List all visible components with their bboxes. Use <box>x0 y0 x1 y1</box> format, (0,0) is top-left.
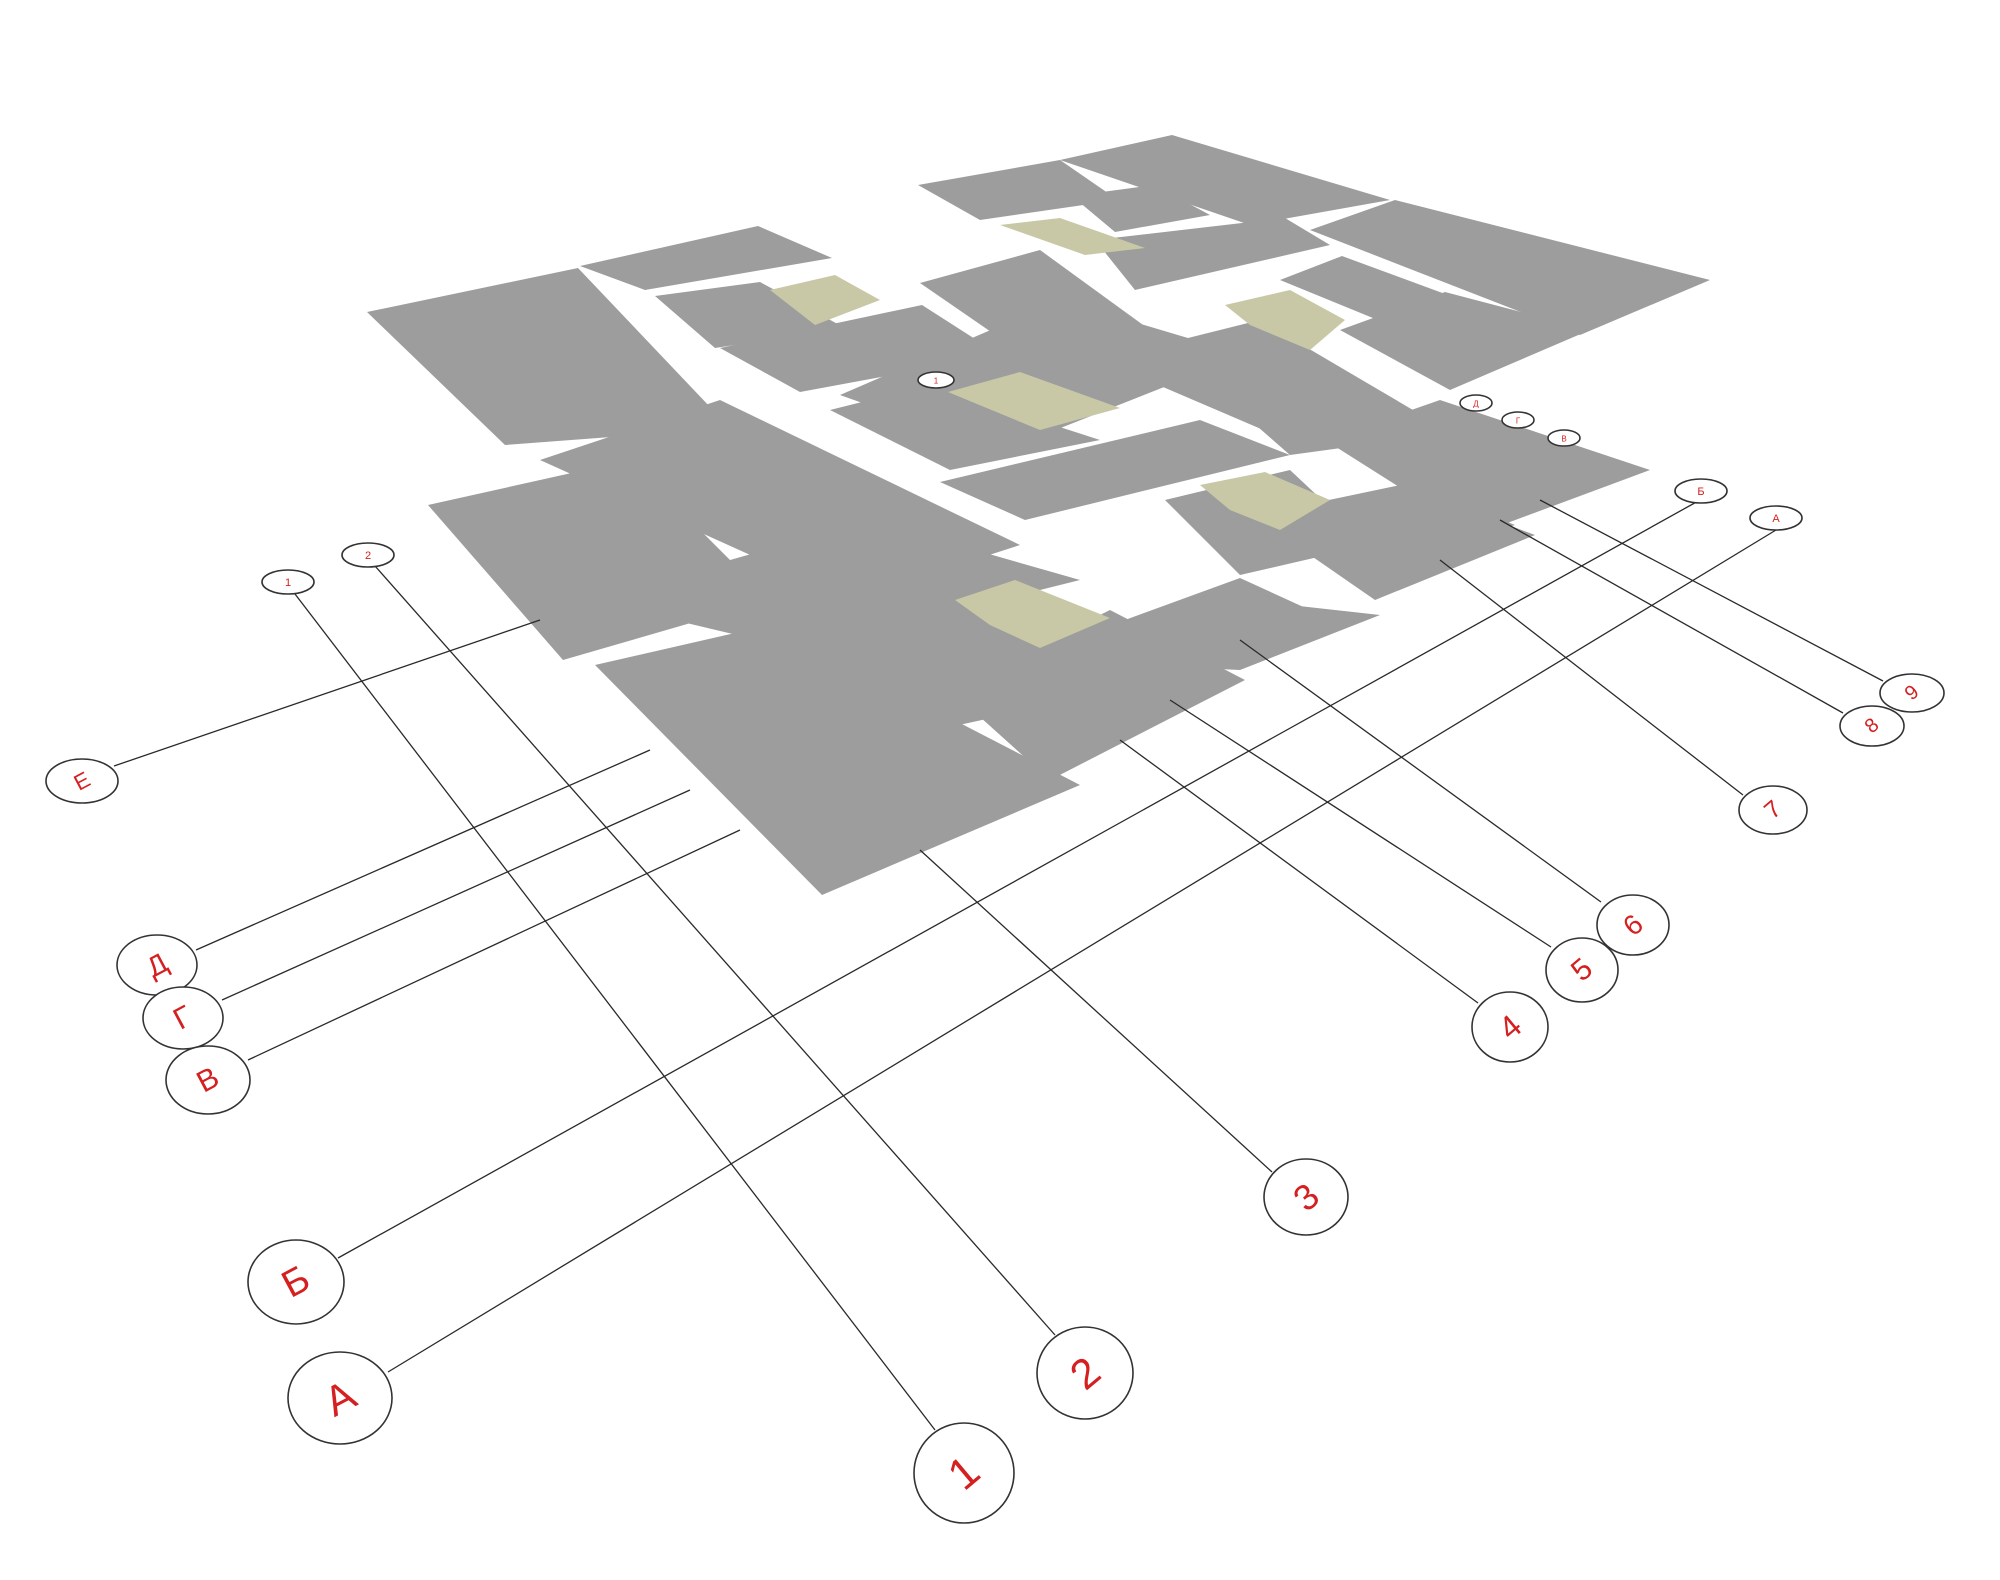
grid-line-4 <box>1119 739 1479 1004</box>
axis-bubble-number-2: 2 <box>1036 1326 1134 1420</box>
floor-slabs <box>367 135 1710 895</box>
far-bubble-letter-b: Б <box>1674 478 1728 504</box>
tiny-bubble-d: Д <box>1459 394 1493 412</box>
core-zone-4 <box>948 372 1120 430</box>
slab-30 <box>1310 505 1535 600</box>
axis-bubble-number-5: 5 <box>1545 937 1619 1003</box>
tiny-bubble-1: 1 <box>917 371 955 389</box>
slab-5 <box>918 160 1118 220</box>
slab-19 <box>940 420 1290 520</box>
axis-bubble-letter-g: Г <box>142 986 224 1050</box>
svg-text:А: А <box>1772 513 1780 525</box>
axis-bubble-number-1: 1 <box>913 1422 1015 1524</box>
core-zone-1 <box>770 275 880 325</box>
grid-line-3 <box>919 849 1273 1173</box>
svg-text:В: В <box>1561 435 1566 444</box>
svg-text:2: 2 <box>365 550 371 562</box>
grid-line-a <box>387 529 1777 1373</box>
slab-8 <box>1095 218 1330 290</box>
grid-line-9 <box>1539 499 1884 682</box>
axis-bubble-letter-d: Д <box>116 934 198 996</box>
slab-7 <box>1072 185 1210 232</box>
slab-23 <box>590 520 1080 650</box>
slab-28 <box>1125 578 1310 660</box>
grid-line-1 <box>294 593 936 1431</box>
grid-line-g <box>221 789 691 1001</box>
axis-bubble-number-3: 3 <box>1263 1158 1349 1236</box>
axis-bubble-letter-v: В <box>165 1045 251 1115</box>
grid-line-5 <box>1169 699 1552 948</box>
grid-line-6 <box>1239 639 1602 903</box>
axis-bubble-number-8: 8 <box>1839 705 1905 747</box>
slab-9 <box>1310 200 1710 335</box>
grid-line-2 <box>374 565 1056 1336</box>
slab-24 <box>595 625 1080 895</box>
grid-lines <box>113 499 1884 1431</box>
tiny-bubble-v: В <box>1547 429 1581 447</box>
axis-bubble-letter-a: А <box>287 1351 393 1445</box>
axis-bubble-number-7: 7 <box>1738 785 1808 835</box>
axis-bubble-letter-e: Е <box>45 758 119 804</box>
core-zone-3 <box>1225 290 1345 350</box>
axis-bubble-letter-b: Б <box>247 1239 345 1325</box>
svg-text:1: 1 <box>285 577 291 589</box>
svg-text:Г: Г <box>1516 417 1521 426</box>
slab-17 <box>1325 400 1650 535</box>
grid-line-e <box>113 619 541 767</box>
far-bubble-number-1: 1 <box>261 569 315 595</box>
slab-29 <box>1135 605 1380 670</box>
core-zones <box>770 218 1345 648</box>
axis-bubble-number-6: 6 <box>1596 894 1670 956</box>
far-bubble-number-2: 2 <box>341 542 395 568</box>
grid-line-v <box>247 829 741 1061</box>
grid-line-7 <box>1439 559 1744 796</box>
grid-line-8 <box>1499 519 1844 714</box>
slab-11 <box>1340 292 1590 390</box>
slab-14 <box>830 385 1100 470</box>
slab-3 <box>655 282 845 348</box>
grid-line-b <box>337 499 1701 1259</box>
grid-line-d <box>195 749 651 951</box>
core-zone-6 <box>955 580 1110 648</box>
slab-1 <box>367 268 730 445</box>
core-zone-2 <box>1000 218 1145 255</box>
axis-bubble-number-4: 4 <box>1471 991 1549 1063</box>
axis-bubble-number-9: 9 <box>1879 673 1945 713</box>
slab-4 <box>720 305 1000 392</box>
far-bubble-letter-a: А <box>1749 505 1803 531</box>
svg-text:1: 1 <box>934 377 939 386</box>
svg-text:Б: Б <box>1697 486 1704 498</box>
core-zone-5 <box>1200 472 1330 530</box>
tiny-bubble-g: Г <box>1501 411 1535 429</box>
svg-text:Д: Д <box>1473 400 1479 409</box>
slab-2 <box>580 226 832 290</box>
slab-6 <box>1060 135 1390 225</box>
grid-bubbles: Е Д Г В Б А 1 2 <box>45 371 1945 1524</box>
